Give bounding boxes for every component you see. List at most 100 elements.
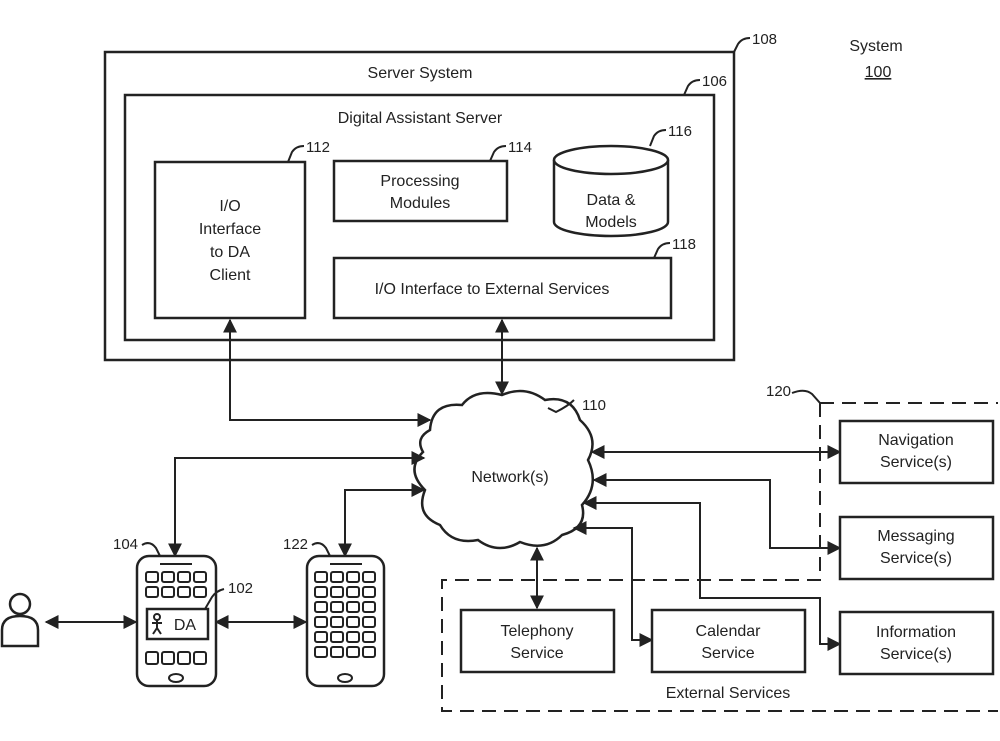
app-icon — [314, 631, 328, 643]
io-da-client-line-3: to DA — [210, 244, 250, 261]
ref-102-leader — [204, 588, 225, 610]
ref-118: 118 — [672, 236, 696, 253]
person-icon — [152, 613, 162, 635]
calendar-line-2: Service — [701, 645, 754, 662]
ref-106: 106 — [702, 73, 727, 90]
user-icon — [0, 592, 40, 648]
app-icon — [330, 616, 344, 628]
app-icon — [346, 586, 360, 598]
app-icon — [346, 571, 360, 583]
ref-112: 112 — [306, 139, 330, 156]
ref-104-leader — [141, 542, 161, 557]
telephony-line-1: Telephony — [501, 623, 574, 640]
device-104-app-icons — [145, 571, 207, 665]
io-da-client-box — [153, 160, 307, 320]
ref-106-leader — [683, 79, 701, 96]
da-server-title: Digital Assistant Server — [338, 110, 503, 127]
io-da-client-line-4: Client — [210, 267, 251, 284]
data-models-line-1: Data & — [587, 192, 636, 209]
app-icon — [330, 571, 344, 583]
app-icon — [314, 586, 328, 598]
app-icon — [330, 601, 344, 613]
processing-modules-line-2: Modules — [390, 195, 450, 212]
calendar-service-box — [650, 608, 807, 674]
app-icon — [362, 586, 376, 598]
ref-104: 104 — [113, 536, 138, 553]
ref-118-leader — [653, 242, 671, 259]
app-icon — [145, 586, 159, 598]
link-device122-network — [338, 483, 426, 558]
io-da-client-line-2: Interface — [199, 221, 261, 238]
app-icon — [177, 571, 191, 583]
ref-120: 120 — [766, 383, 791, 400]
ref-116-leader — [649, 129, 667, 147]
data-models-cylinder — [552, 144, 670, 238]
app-icon — [346, 631, 360, 643]
link-da-client-network — [223, 318, 432, 427]
device-122-app-icons — [314, 571, 376, 658]
io-da-client-line-1: I/O — [219, 198, 240, 215]
app-icon — [177, 586, 191, 598]
information-line-1: Information — [876, 624, 956, 641]
telephony-service-box — [459, 608, 616, 674]
link-network-messaging — [592, 473, 842, 555]
navigation-line-1: Navigation — [878, 432, 954, 449]
ref-102: 102 — [228, 580, 253, 597]
io-external-label: I/O Interface to External Services — [375, 281, 610, 298]
system-number: 100 — [865, 64, 892, 81]
app-icon — [314, 571, 328, 583]
app-icon — [362, 646, 376, 658]
app-icon — [161, 586, 175, 598]
io-external-box — [332, 256, 673, 320]
external-services-label: External Services — [666, 685, 791, 702]
data-models-line-2: Models — [585, 214, 637, 231]
messaging-line-2: Service(s) — [880, 550, 952, 567]
messaging-service-box — [838, 515, 995, 581]
external-services-group — [441, 402, 998, 712]
ref-114-leader — [489, 145, 507, 162]
processing-modules-line-1: Processing — [380, 173, 459, 190]
ref-116: 116 — [668, 123, 692, 140]
device-122 — [305, 554, 386, 688]
app-icon — [346, 601, 360, 613]
ref-108-leader — [733, 37, 751, 53]
app-icon — [330, 586, 344, 598]
app-icon — [346, 616, 360, 628]
navigation-service-box — [838, 419, 995, 485]
app-icon — [362, 616, 376, 628]
telephony-line-2: Service — [510, 645, 563, 662]
information-service-box — [838, 610, 995, 676]
app-icon — [330, 646, 344, 658]
calendar-line-1: Calendar — [696, 623, 762, 640]
app-icon — [330, 631, 344, 643]
ref-108: 108 — [752, 31, 777, 48]
navigation-line-2: Service(s) — [880, 454, 952, 471]
ref-120-leader — [791, 389, 821, 404]
ref-110-leader — [547, 399, 575, 414]
link-network-calendar — [572, 521, 654, 647]
app-icon — [314, 616, 328, 628]
messaging-line-1: Messaging — [877, 528, 954, 545]
app-icon — [177, 651, 191, 665]
app-icon — [193, 586, 207, 598]
ref-112-leader — [287, 145, 305, 163]
da-label: DA — [174, 617, 197, 634]
network-label: Network(s) — [471, 469, 548, 486]
app-icon — [362, 571, 376, 583]
ref-110: 110 — [582, 397, 606, 414]
app-icon — [362, 631, 376, 643]
processing-modules-box — [332, 159, 509, 223]
link-device104-network — [168, 451, 426, 558]
app-icon — [314, 646, 328, 658]
link-network-information — [582, 496, 842, 651]
ref-114: 114 — [508, 139, 532, 156]
app-icon — [193, 651, 207, 665]
app-icon — [362, 601, 376, 613]
app-icon — [161, 651, 175, 665]
app-icon — [145, 571, 159, 583]
app-icon — [193, 571, 207, 583]
app-icon — [346, 646, 360, 658]
app-icon — [314, 601, 328, 613]
